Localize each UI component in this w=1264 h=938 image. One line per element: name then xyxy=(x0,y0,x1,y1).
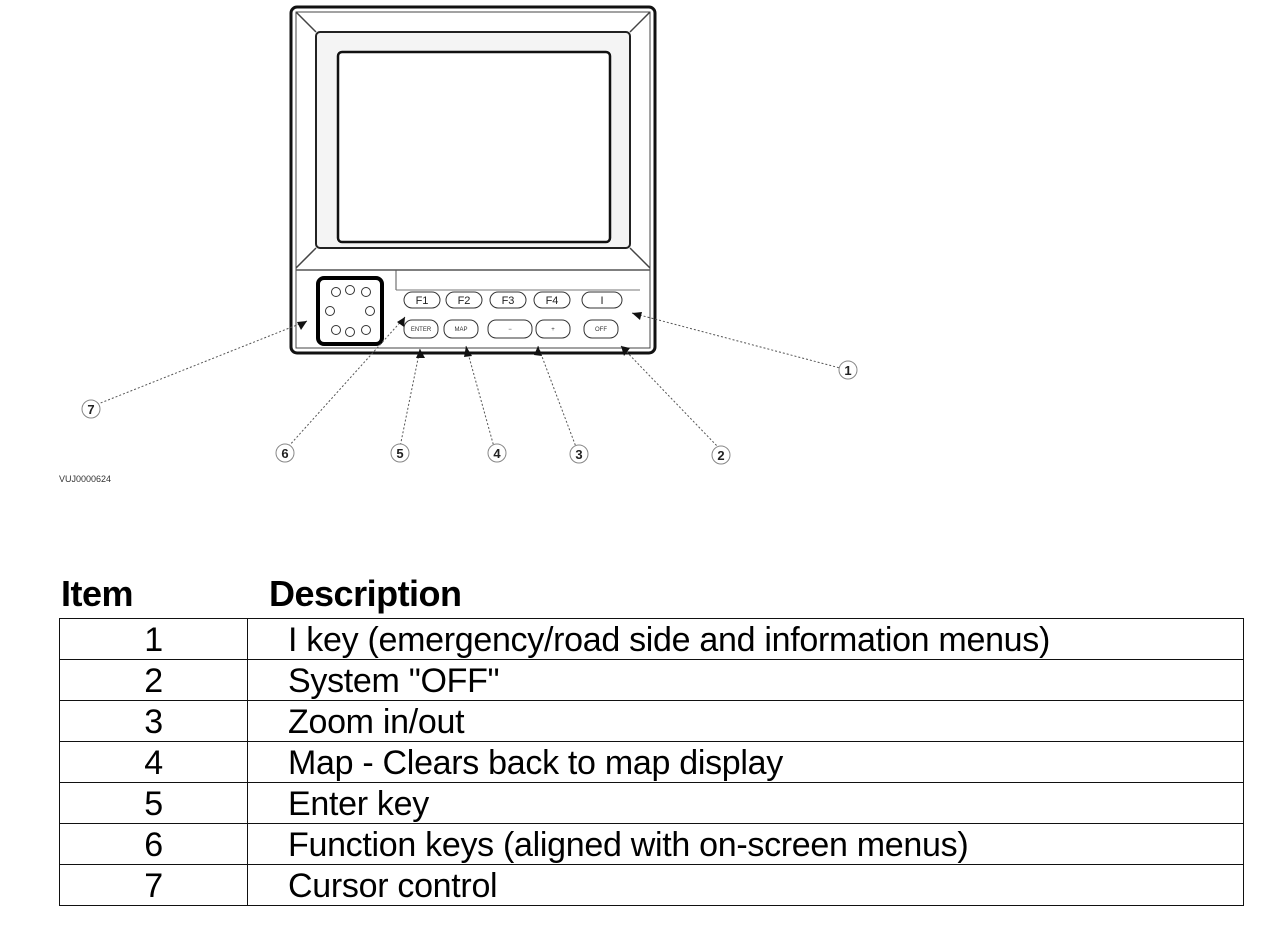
item-description: System "OFF" xyxy=(247,659,1244,701)
svg-text:7: 7 xyxy=(87,402,94,417)
table-row: 5 Enter key xyxy=(59,782,1244,824)
callout-5: 5 xyxy=(390,443,410,463)
svg-text:F4: F4 xyxy=(546,295,559,307)
legend-table: Item Description 1 I key (emergency/road… xyxy=(59,574,1244,906)
svg-text:F3: F3 xyxy=(502,295,515,307)
callout-6: 6 xyxy=(275,443,295,463)
table-row: 6 Function keys (aligned with on-screen … xyxy=(59,823,1244,865)
item-column-header: Item xyxy=(61,573,134,614)
arrowheads xyxy=(297,312,642,358)
f4-key[interactable]: F4 xyxy=(533,291,571,309)
table-row: 1 I key (emergency/road side and informa… xyxy=(59,618,1244,660)
legend-header: Item Description xyxy=(59,574,1244,618)
display-screen xyxy=(336,50,612,244)
svg-text:6: 6 xyxy=(281,446,288,461)
function-keys-row: F1 F2 F3 F4 I xyxy=(403,291,623,309)
zoom-out-key[interactable]: − xyxy=(487,319,533,339)
item-number: 7 xyxy=(59,864,248,906)
svg-text:5: 5 xyxy=(396,446,403,461)
i-key[interactable]: I xyxy=(581,291,623,309)
f1-key[interactable]: F1 xyxy=(403,291,441,309)
item-number: 4 xyxy=(59,741,248,783)
svg-text:OFF: OFF xyxy=(595,327,607,333)
lower-keys-row: ENTER MAP − + OFF xyxy=(403,319,619,339)
enter-key[interactable]: ENTER xyxy=(403,319,439,339)
table-row: 3 Zoom in/out xyxy=(59,700,1244,742)
off-key[interactable]: OFF xyxy=(583,319,619,339)
item-number: 3 xyxy=(59,700,248,742)
item-number: 2 xyxy=(59,659,248,701)
svg-text:1: 1 xyxy=(844,363,851,378)
item-description: Enter key xyxy=(247,782,1244,824)
callout-4: 4 xyxy=(487,443,507,463)
item-description: I key (emergency/road side and informati… xyxy=(247,618,1244,660)
zoom-in-key[interactable]: + xyxy=(535,319,571,339)
navigation-unit-diagram: F1 F2 F3 F4 I ENTER MAP − xyxy=(59,5,858,484)
svg-text:3: 3 xyxy=(575,447,582,462)
item-description: Cursor control xyxy=(247,864,1244,906)
callout-7: 7 xyxy=(81,399,101,419)
svg-text:F2: F2 xyxy=(458,295,471,307)
svg-text:+: + xyxy=(551,327,555,333)
item-description: Map - Clears back to map display xyxy=(247,741,1244,783)
table-row: 4 Map - Clears back to map display xyxy=(59,741,1244,783)
figure-reference-code: VUJ0000624 xyxy=(59,474,111,484)
svg-text:ENTER: ENTER xyxy=(411,327,432,333)
item-description: Function keys (aligned with on-screen me… xyxy=(247,823,1244,865)
svg-text:2: 2 xyxy=(717,448,724,463)
svg-text:F1: F1 xyxy=(416,295,429,307)
svg-text:4: 4 xyxy=(493,446,501,461)
svg-text:MAP: MAP xyxy=(454,327,467,333)
cursor-control-pad[interactable] xyxy=(316,276,384,346)
table-row: 2 System "OFF" xyxy=(59,659,1244,701)
f3-key[interactable]: F3 xyxy=(489,291,527,309)
map-key[interactable]: MAP xyxy=(443,319,479,339)
svg-text:−: − xyxy=(508,327,512,333)
callout-3: 3 xyxy=(569,444,589,464)
svg-text:I: I xyxy=(600,295,603,307)
table-row: 7 Cursor control xyxy=(59,864,1244,906)
callout-2: 2 xyxy=(711,445,731,465)
item-number: 1 xyxy=(59,618,248,660)
item-number: 5 xyxy=(59,782,248,824)
f2-key[interactable]: F2 xyxy=(445,291,483,309)
callout-1: 1 xyxy=(838,360,858,380)
description-column-header: Description xyxy=(269,573,462,614)
item-number: 6 xyxy=(59,823,248,865)
item-description: Zoom in/out xyxy=(247,700,1244,742)
leader-lines xyxy=(97,312,841,448)
legend-rows: 1 I key (emergency/road side and informa… xyxy=(59,618,1244,906)
